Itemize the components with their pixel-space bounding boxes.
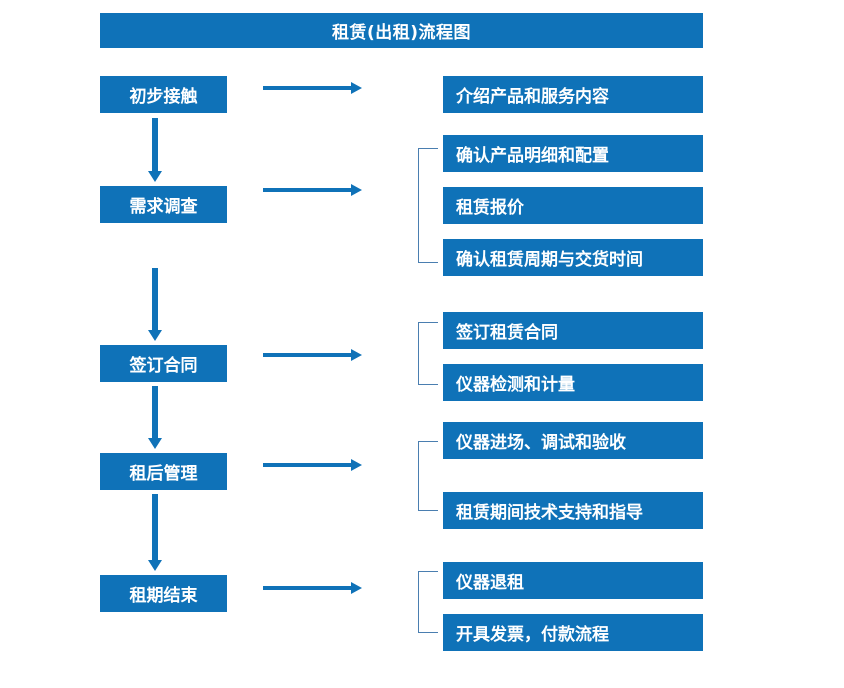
- stage-box-demand-survey[interactable]: 需求调查: [100, 186, 227, 223]
- page-title: 租赁(出租)流程图: [100, 13, 703, 48]
- group-bracket: [418, 571, 438, 633]
- flow-arrow-right: [263, 80, 363, 96]
- flow-arrow-down: [146, 118, 164, 182]
- flow-arrow-right: [263, 347, 363, 363]
- task-box-instrument-entry[interactable]: 仪器进场、调试和验收: [443, 422, 703, 459]
- task-box-sign-lease-contract[interactable]: 签订租赁合同: [443, 312, 703, 349]
- task-box-invoice-payment[interactable]: 开具发票，付款流程: [443, 614, 703, 651]
- flow-arrow-right: [263, 457, 363, 473]
- group-bracket: [418, 322, 438, 385]
- stage-box-sign-contract[interactable]: 签订合同: [100, 345, 227, 382]
- task-box-confirm-term[interactable]: 确认租赁周期与交货时间: [443, 239, 703, 276]
- task-box-confirm-spec[interactable]: 确认产品明细和配置: [443, 135, 703, 172]
- task-box-lease-quote[interactable]: 租赁报价: [443, 187, 703, 224]
- group-bracket: [418, 148, 438, 263]
- stage-box-initial-contact[interactable]: 初步接触: [100, 76, 227, 113]
- flow-arrow-down: [146, 494, 164, 571]
- flow-arrow-right: [263, 580, 363, 596]
- stage-box-post-lease-management[interactable]: 租后管理: [100, 453, 227, 490]
- flow-arrow-right: [263, 182, 363, 198]
- stage-box-lease-end[interactable]: 租期结束: [100, 575, 227, 612]
- task-box-instrument-inspection[interactable]: 仪器检测和计量: [443, 364, 703, 401]
- group-bracket: [418, 441, 438, 511]
- task-box-tech-support[interactable]: 租赁期间技术支持和指导: [443, 492, 703, 529]
- flow-arrow-down: [146, 268, 164, 341]
- flow-arrow-down: [146, 386, 164, 449]
- task-box-instrument-return[interactable]: 仪器退租: [443, 562, 703, 599]
- task-box-intro-products[interactable]: 介绍产品和服务内容: [443, 76, 703, 113]
